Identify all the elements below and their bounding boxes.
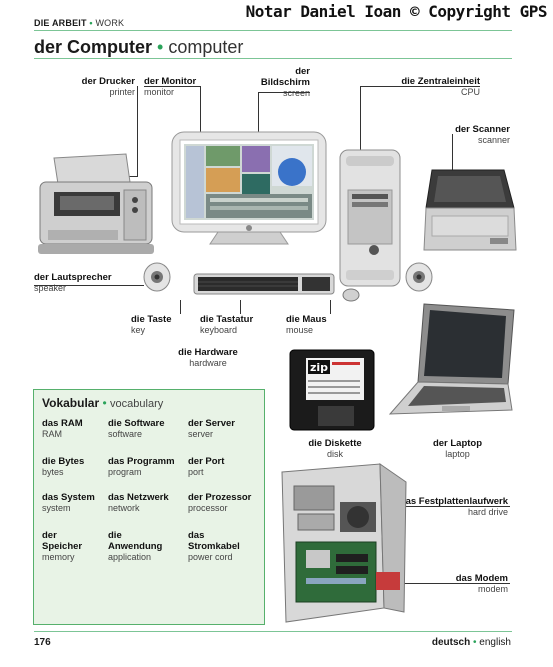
page-number: 176 xyxy=(34,637,51,648)
mouse-illustration xyxy=(342,288,360,302)
title-de: der Computer xyxy=(34,37,153,57)
bullet-icon: • xyxy=(89,18,93,28)
leader-cpu xyxy=(360,86,361,166)
header-rule xyxy=(34,30,512,31)
speaker-right-illustration xyxy=(405,262,433,292)
leader-printer xyxy=(137,86,138,176)
printer-illustration xyxy=(38,153,154,254)
leader-hard-drive xyxy=(380,506,510,507)
speaker-left-illustration xyxy=(143,262,171,292)
monitor-illustration xyxy=(171,131,327,245)
open-case-illustration xyxy=(281,463,407,623)
leader-screen-h xyxy=(258,92,310,93)
title-en: computer xyxy=(168,37,244,57)
leader-scanner xyxy=(452,134,453,170)
leader-speaker xyxy=(34,285,144,286)
leader-modem xyxy=(400,583,510,584)
leader-monitor xyxy=(200,86,201,154)
leader-monitor-h xyxy=(144,86,200,87)
bullet-icon: • xyxy=(157,37,164,57)
leader-cpu-h xyxy=(360,86,480,87)
section-en: WORK xyxy=(95,18,125,28)
section-header: DIE ARBEIT • WORK xyxy=(34,18,124,28)
leader-keyboard xyxy=(240,300,241,314)
scanner-illustration xyxy=(423,169,517,251)
keyboard-illustration xyxy=(193,273,335,295)
leader-key xyxy=(180,300,181,314)
section-de: DIE ARBEIT xyxy=(34,18,87,28)
disk-illustration: zip xyxy=(289,349,375,431)
bullet-icon: • xyxy=(102,396,107,410)
title-rule xyxy=(34,58,512,59)
vocabulary-title: Vokabular • vocabulary xyxy=(42,396,164,410)
bullet-icon: • xyxy=(473,637,477,648)
laptop-illustration xyxy=(388,303,515,415)
footer-rule xyxy=(34,631,512,632)
page-title: der Computer • computer xyxy=(34,37,243,58)
footer-languages: deutsch • english xyxy=(431,637,511,648)
copyright-watermark: Notar Daniel Ioan © Copyright GPS xyxy=(245,2,548,21)
cpu-tower-illustration xyxy=(339,149,401,287)
disk-brand: zip xyxy=(310,361,328,374)
leader-mouse xyxy=(330,300,331,314)
